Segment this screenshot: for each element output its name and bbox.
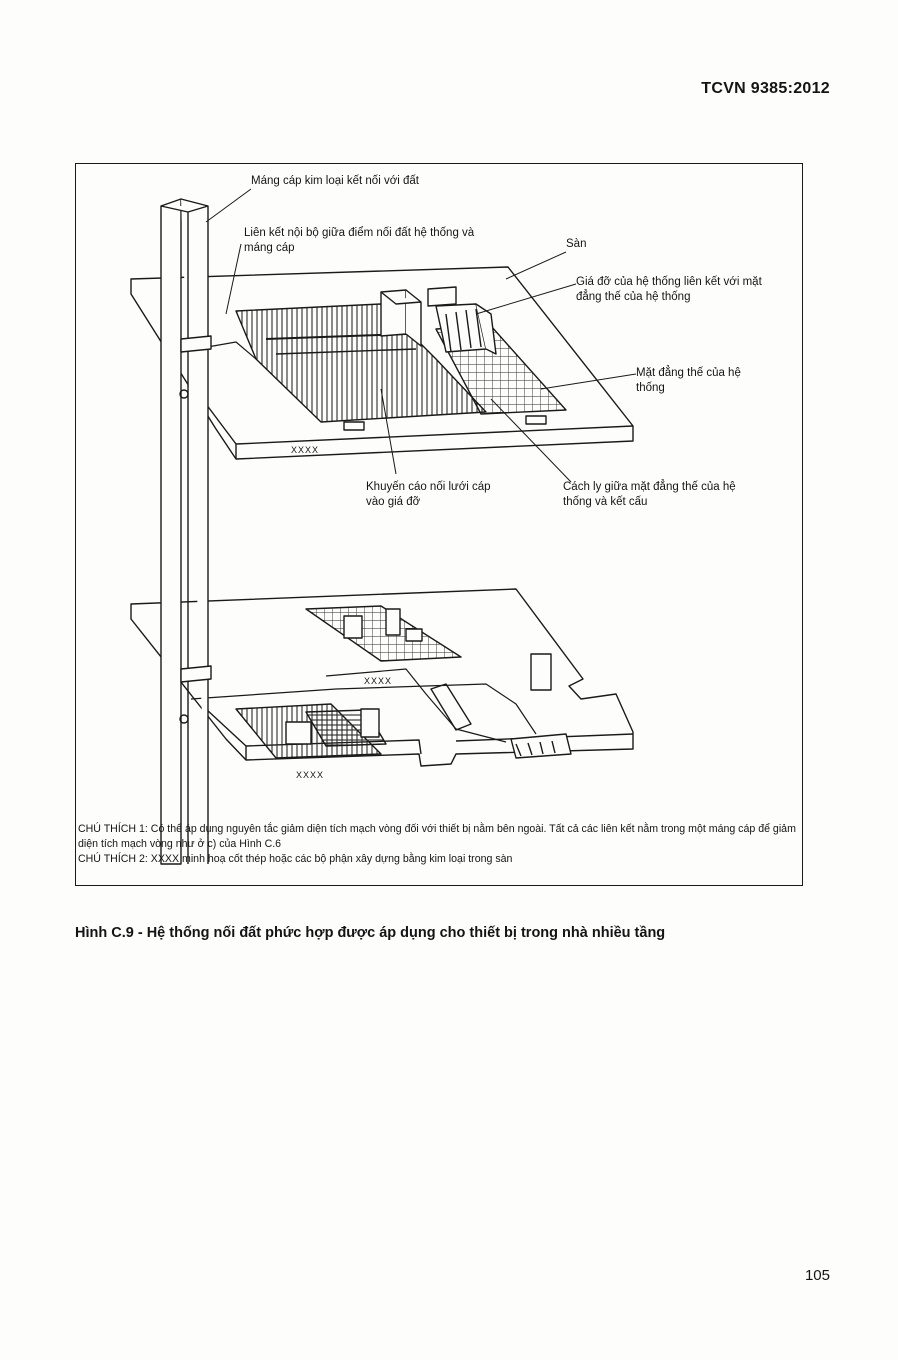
upper-rack-tall: [380, 289, 422, 347]
figure-frame: Máng cáp kim loại kết nối với đất Liên k…: [75, 163, 803, 886]
figure-caption: Hình C.9 - Hệ thống nối đất phức hợp đượ…: [75, 925, 666, 941]
rebar-mark-upper: XXXX: [291, 445, 320, 455]
standard-code: TCVN 9385:2012: [701, 80, 830, 97]
label-internal-bonding: Liên kết nội bộ giữa điểm nối đất hệ thố…: [244, 227, 475, 254]
label-mesh-recommendation: Khuyến cáo nối lưới cáp vào giá đỡ: [366, 481, 491, 508]
label-system-support: Giá đỡ của hệ thống liên kết với mặt đẳn…: [576, 276, 762, 303]
rebar-mark-lower: XXXX: [296, 770, 325, 780]
label-equipotential-plane: Mặt đẳng thế của hệ thống: [636, 367, 741, 394]
note-2: CHÚ THÍCH 2: XXXX minh hoạ cốt thép hoặc…: [78, 853, 513, 865]
label-metal-cable-tray: Máng cáp kim loại kết nối với đất: [251, 175, 419, 187]
rebar-mark-middle: XXXX: [364, 676, 393, 686]
figure-notes: CHÚ THÍCH 1: Có thể áp dụng nguyên tắc g…: [78, 822, 798, 867]
vertical-cable-tray: [160, 198, 209, 865]
label-floor: Sàn: [566, 238, 587, 250]
note-1: CHÚ THÍCH 1: Có thể áp dụng nguyên tắc g…: [78, 823, 796, 850]
multistorey-earthing-diagram: [130, 188, 637, 865]
label-isolation: Cách ly giữa mặt đẳng thế của hệ thống v…: [563, 481, 736, 508]
upper-rack-group: [427, 286, 497, 355]
page-number: 105: [804, 1267, 830, 1284]
